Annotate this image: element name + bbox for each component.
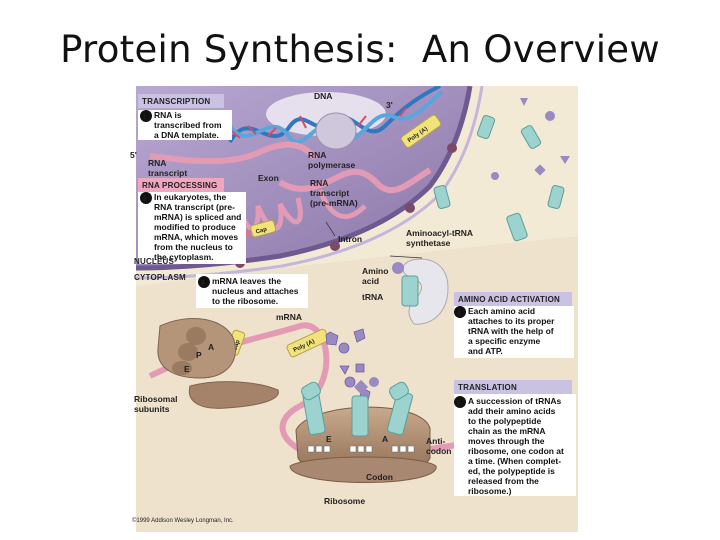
ribosome-label: Ribosome <box>324 496 365 506</box>
step-5-line-7: a time. (When complet- <box>468 456 561 466</box>
step-4-line-2: attaches to its proper <box>468 316 555 326</box>
five-prime-label: 5' <box>130 150 137 160</box>
step-5-line-1: A succession of tRNAs <box>468 396 561 406</box>
step-4-line-1: Each amino acid <box>468 306 535 316</box>
intron-label: Intron <box>338 234 362 244</box>
step-2-line-1: In eukaryotes, the <box>154 192 227 202</box>
aminoacyl-label-1: Aminoacyl-tRNA <box>406 228 473 238</box>
aminoacyl-label-2: synthetase <box>406 238 451 248</box>
site-e-label: E <box>184 364 190 374</box>
step-2-line-5: mRNA, which moves <box>154 232 238 242</box>
codon-label: Codon <box>366 472 393 482</box>
slide-title: Protein Synthesis: An Overview <box>0 28 720 71</box>
amino-acid-label-2: acid <box>362 276 379 286</box>
step-1-line-1: RNA is <box>154 110 182 120</box>
step-2-line-2: RNA transcript (pre- <box>154 202 235 212</box>
protein-synthesis-diagram: Poly (A) Cap TRANSCRIPTION 1 RNA is tran… <box>130 86 578 532</box>
transcription-header: TRANSCRIPTION <box>142 97 210 106</box>
rna-transcript-label-1: RNA <box>148 158 166 168</box>
step-3-line-2: nucleus and attaches <box>212 286 299 296</box>
step-5-line-9: released from the <box>468 476 539 486</box>
site-a-label: A <box>208 342 214 352</box>
step-3-line-3: to the ribosome. <box>212 296 278 306</box>
amino-acid-label-1: Amino <box>362 266 388 276</box>
pre-mrna-label-2: transcript <box>310 188 349 198</box>
mrna-label: mRNA <box>276 312 302 322</box>
rna-polymerase <box>316 113 356 149</box>
rna-polymerase-label-2: polymerase <box>308 160 356 170</box>
large-ribosomal-subunit: A P E <box>158 318 236 378</box>
step-5-line-2: add their amino acids <box>468 406 556 416</box>
rna-processing-header: RNA PROCESSING <box>142 181 217 190</box>
step-1-line-3: a DNA template. <box>154 130 219 140</box>
step-4-line-5: and ATP. <box>468 346 503 356</box>
site-p-label: P <box>196 350 202 360</box>
three-prime-label: 3' <box>386 100 393 110</box>
step-4-line-4: a specific enzyme <box>468 336 541 346</box>
step-4-line-3: tRNA with the help of <box>468 326 554 336</box>
pre-mrna-label-3: (pre-mRNA) <box>310 198 358 208</box>
ribosomal-subunits-label-1: Ribosomal <box>134 394 177 404</box>
copyright-text: ©1999 Addison Wesley Longman, Inc. <box>132 517 234 524</box>
step-3-line-1: mRNA leaves the <box>212 276 281 286</box>
cytoplasm-label: CYTOPLASM <box>134 273 186 282</box>
trna-label: tRNA <box>362 292 383 302</box>
step-5-line-5: moves through the <box>468 436 545 446</box>
step-5-line-8: ed, the polypeptide is <box>468 466 555 476</box>
translation-section: TRANSLATION 5 A succession of tRNAs add … <box>454 380 576 496</box>
amino-acid-activation-header: AMINO ACID ACTIVATION <box>458 295 560 304</box>
step-5-line-10: ribosome.) <box>468 486 512 496</box>
step-2-line-6: from the nucleus to <box>154 242 233 252</box>
dna-label: DNA <box>314 91 332 101</box>
step-2-line-4: modified to produce <box>154 222 236 232</box>
step-1-line-2: transcribed from <box>154 120 222 130</box>
amino-acid-activation-section: AMINO ACID ACTIVATION 4 Each amino acid … <box>454 292 574 358</box>
transcription-section: TRANSCRIPTION 1 RNA is transcribed from … <box>138 94 232 140</box>
anticodon-label-2: codon <box>426 446 452 456</box>
step-5-line-4: chain as the mRNA <box>468 426 545 436</box>
anticodon-label-1: Anti- <box>426 436 446 446</box>
rna-transcript-label-2: transcript <box>148 168 187 178</box>
step-5-line-3: to the polypeptide <box>468 416 541 426</box>
a-site-label: A <box>382 434 388 444</box>
e-site-label: E <box>326 434 332 444</box>
ribosomal-subunits-label-2: subunits <box>134 404 170 414</box>
step-5-line-6: ribosome, one codon at <box>468 446 564 456</box>
translation-header: TRANSLATION <box>458 383 517 392</box>
pre-mrna-label-1: RNA <box>310 178 328 188</box>
rna-polymerase-label-1: RNA <box>308 150 326 160</box>
nucleus-label: NUCLEUS <box>134 257 175 266</box>
step-2-line-3: mRNA) is spliced and <box>154 212 241 222</box>
step-3-box: 3 mRNA leaves the nucleus and attaches t… <box>196 274 308 308</box>
exon-label: Exon <box>258 173 279 183</box>
